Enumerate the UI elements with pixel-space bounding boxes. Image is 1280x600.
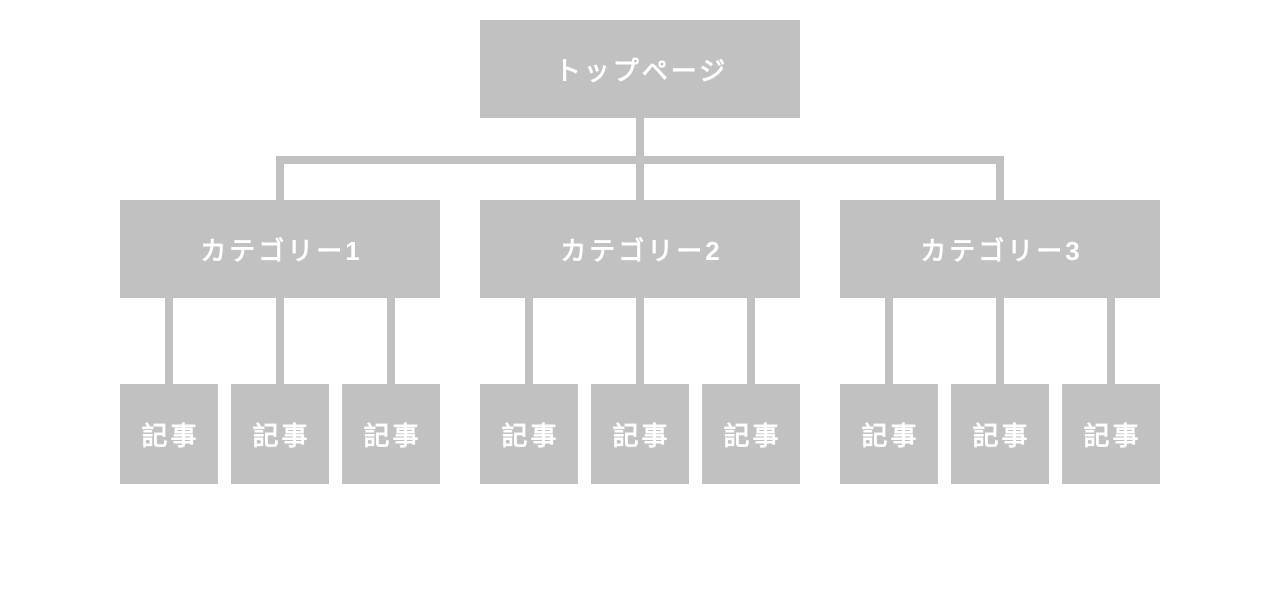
connector-article-3-1 bbox=[885, 298, 893, 384]
node-article-1-1: 記事 bbox=[120, 384, 218, 484]
connector-article-2-3 bbox=[747, 298, 755, 384]
connector-article-3-3 bbox=[1107, 298, 1115, 384]
connector-drop-category-3 bbox=[996, 156, 1004, 200]
node-top-page: トップページ bbox=[480, 20, 800, 118]
connector-article-1-1 bbox=[165, 298, 173, 384]
connector-drop-category-2 bbox=[636, 156, 644, 200]
node-category-1: カテゴリー1 bbox=[120, 200, 440, 298]
connector-article-1-3 bbox=[387, 298, 395, 384]
connector-drop-category-1 bbox=[276, 156, 284, 200]
connector-article-2-2 bbox=[636, 298, 644, 384]
node-category-2: カテゴリー2 bbox=[480, 200, 800, 298]
node-article-1-3: 記事 bbox=[342, 384, 440, 484]
node-article-2-2: 記事 bbox=[591, 384, 689, 484]
node-article-2-3: 記事 bbox=[702, 384, 800, 484]
node-article-3-2: 記事 bbox=[951, 384, 1049, 484]
node-article-3-3: 記事 bbox=[1062, 384, 1160, 484]
connector-article-1-2 bbox=[276, 298, 284, 384]
node-article-1-2: 記事 bbox=[231, 384, 329, 484]
node-article-3-1: 記事 bbox=[840, 384, 938, 484]
node-category-3: カテゴリー3 bbox=[840, 200, 1160, 298]
node-article-2-1: 記事 bbox=[480, 384, 578, 484]
connector-article-2-1 bbox=[525, 298, 533, 384]
connector-article-3-2 bbox=[996, 298, 1004, 384]
connector-root-stem bbox=[636, 118, 644, 160]
